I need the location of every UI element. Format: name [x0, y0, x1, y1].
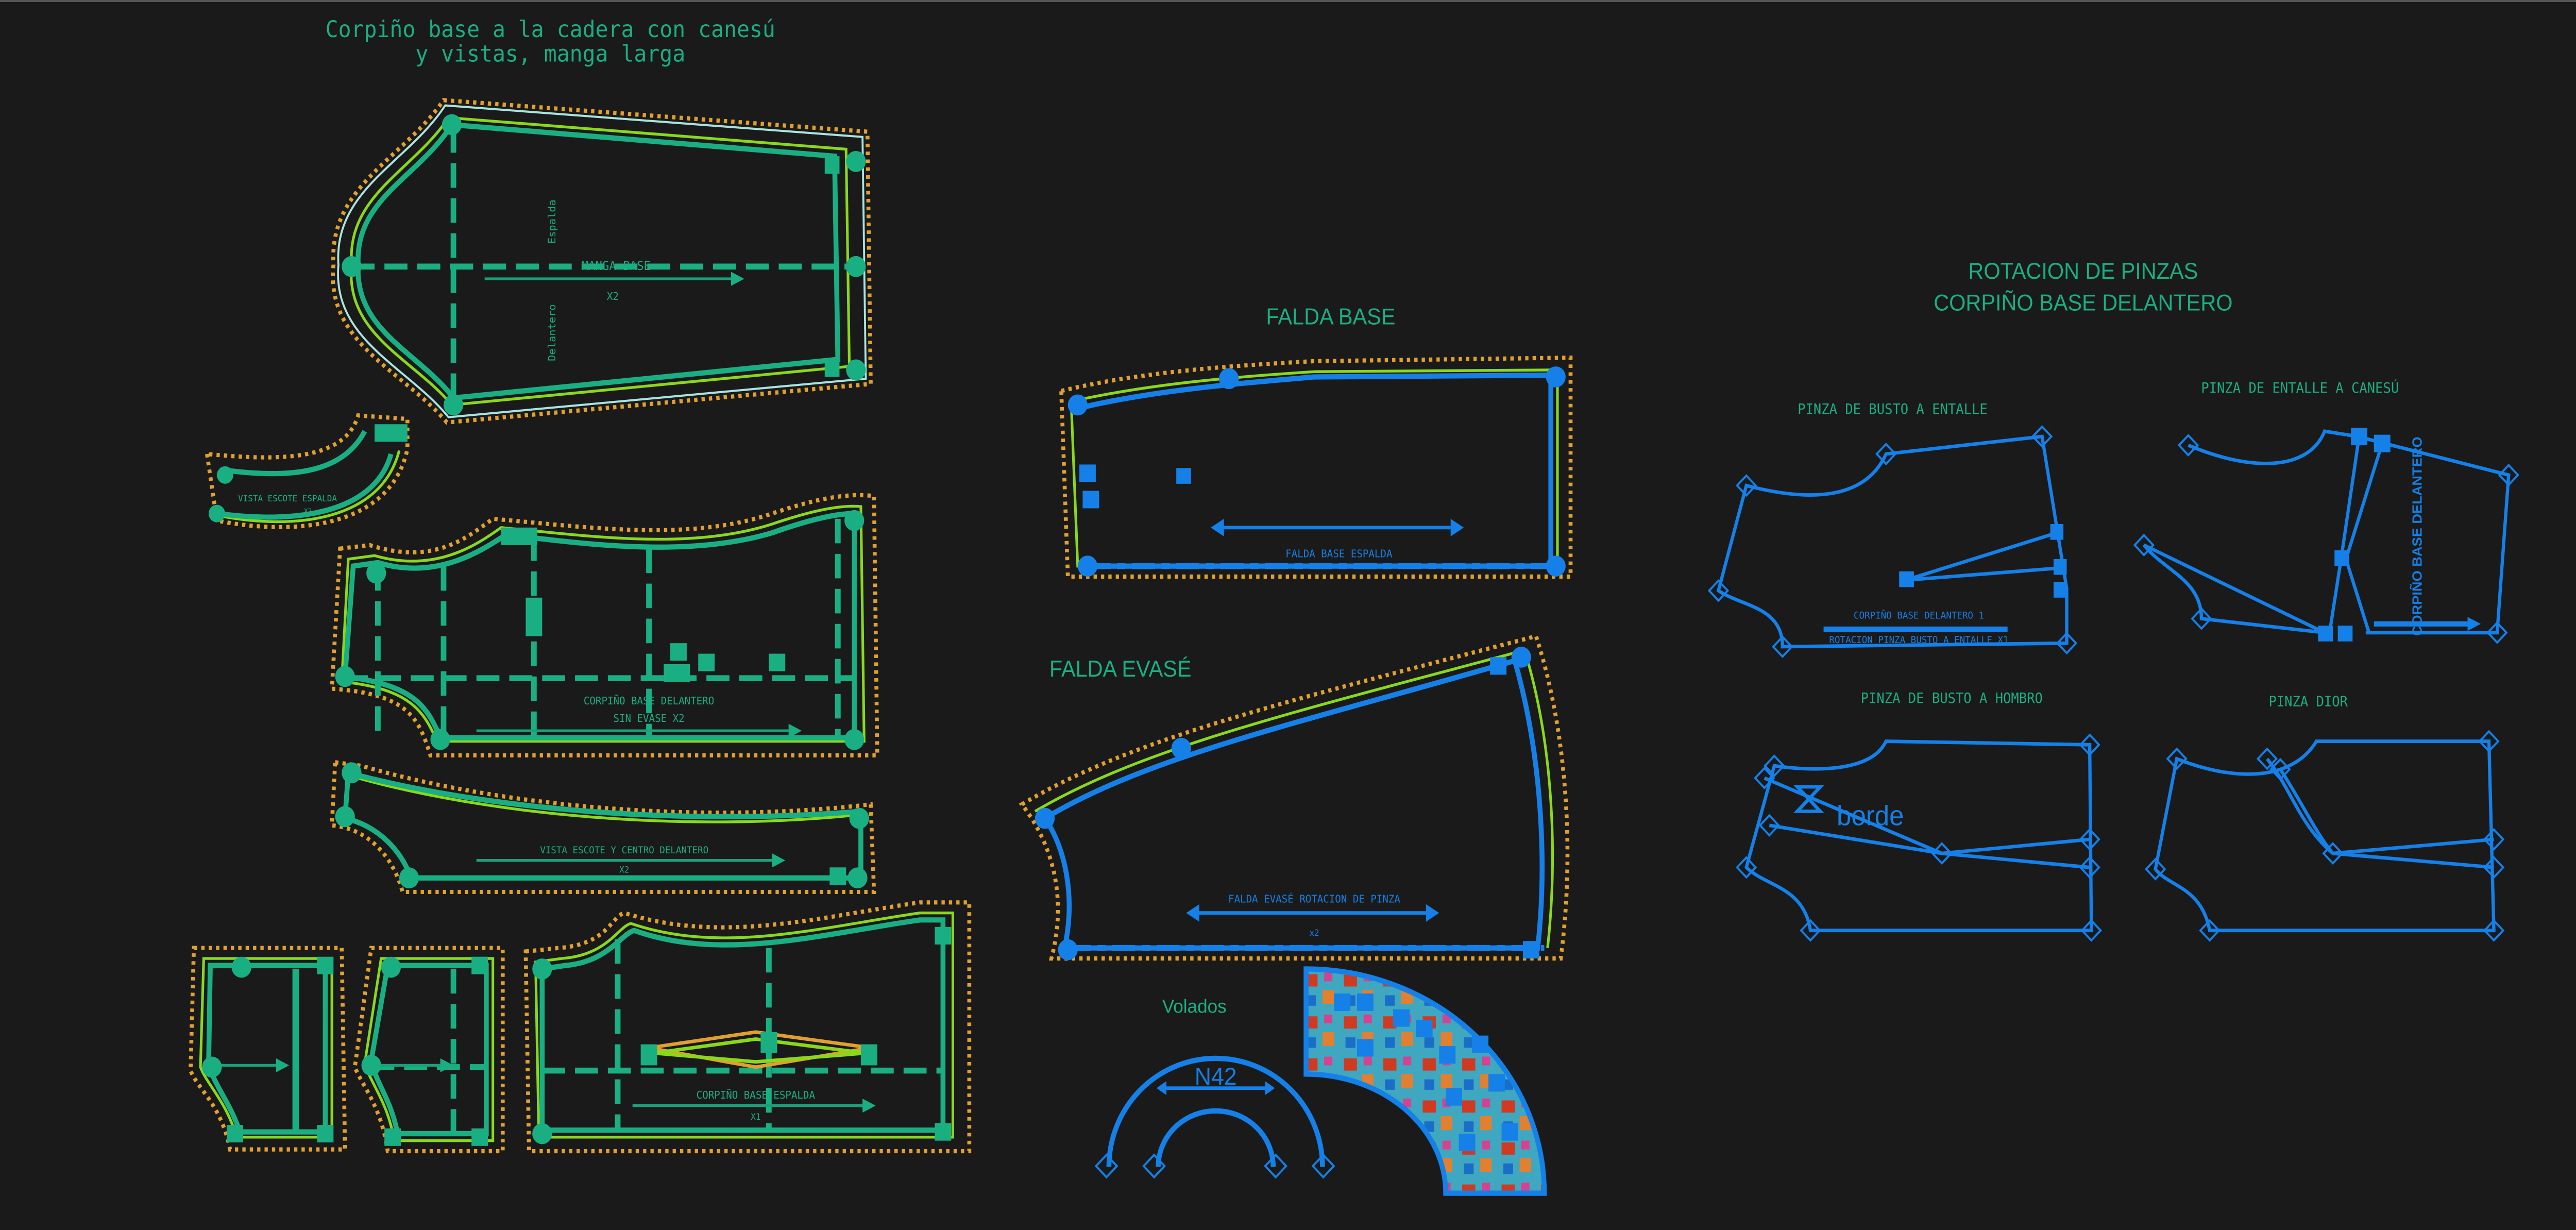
dart-diagram-bust-to-waist[interactable]: PINZA DE BUSTO A ENTALLE CORPIÑO BASE DE… — [1707, 401, 2078, 659]
diagram-1-label1: CORPIÑO BASE DELANTERO 1 — [1854, 610, 1984, 621]
front-bodice-label: CORPIÑO BASE DELANTERO — [584, 695, 714, 707]
skirt-flare-title: FALDA EVASÉ — [1049, 656, 1192, 682]
yoke-piece-1[interactable] — [189, 946, 347, 1152]
dart-diagram-dior[interactable]: PINZA DIOR — [2144, 694, 2505, 942]
left-title-line1: Corpiño base a la cadera con canesú — [326, 16, 775, 43]
diagram-1-label2: ROTACION PINZA BUSTO A ENTALLE X1 — [1829, 635, 2008, 646]
back-bodice-qty: X1 — [751, 1111, 760, 1122]
front-bodice-qty: SIN EVASE X2 — [613, 713, 684, 725]
front-facing-piece[interactable]: VISTA ESCOTE Y CENTRO DELANTERO X2 — [330, 760, 876, 894]
collar-label: VISTA ESCOTE ESPALDA — [238, 493, 337, 503]
sleeve-label: MANGA BASE — [582, 259, 651, 273]
collar-facing-piece[interactable]: VISTA ESCOTE ESPALDA X2 — [205, 413, 410, 529]
back-bodice-label: CORPIÑO BASE ESPALDA — [697, 1089, 815, 1101]
left-pattern-group: Corpiño base a la cadera con canesú y vi… — [189, 16, 972, 1154]
left-title-line2: y vistas, manga larga — [415, 41, 685, 68]
skirt-base-label: FALDA BASE ESPALDA — [1285, 548, 1392, 560]
ruffles-title: Volados — [1162, 995, 1227, 1017]
sleeve-qty: X2 — [607, 290, 619, 302]
dart-rotation-group: ROTACION DE PINZAS CORPIÑO BASE DELANTER… — [1707, 259, 2520, 942]
diagram-3-title: PINZA DE BUSTO A HOMBRO — [1861, 690, 2043, 706]
yoke-piece-2[interactable] — [352, 946, 505, 1154]
ruffle-half-circle[interactable]: N42 — [1094, 1055, 1335, 1179]
diagram-2-title: PINZA DE ENTALLE A CANESÚ — [2201, 379, 2399, 396]
back-bodice-piece[interactable]: CORPIÑO BASE ESPALDA X1 — [523, 900, 972, 1154]
ruffle-quarter-circle-textured[interactable] — [1303, 966, 1547, 1196]
skirt-base-title: FALDA BASE — [1266, 304, 1395, 330]
diagram-4-title: PINZA DIOR — [2268, 694, 2348, 710]
sleeve-side-top: Espalda — [546, 199, 557, 244]
facing-qty: X2 — [619, 865, 629, 875]
skirt-base-piece[interactable]: FALDA BASE ESPALDA — [1059, 355, 1573, 579]
diagram-2-label1: CORPIÑO BASE DELANTERO — [2410, 436, 2425, 636]
skirt-flare-piece[interactable]: FALDA EVASÉ ROTACION DE PINZA x2 — [1019, 633, 1570, 961]
dart-title-line2: CORPIÑO BASE DELANTERO — [1934, 290, 2232, 316]
diagram-3-label1: borde — [1837, 800, 1904, 832]
diagram-1-title: PINZA DE BUSTO A ENTALLE — [1798, 401, 1988, 417]
middle-pattern-group: FALDA BASE FALDA BASE ESPALDA FALDA EVAS… — [1019, 304, 1573, 1196]
collar-qty: X2 — [304, 508, 312, 515]
facing-label: VISTA ESCOTE Y CENTRO DELANTERO — [540, 845, 708, 856]
front-bodice-piece[interactable]: CORPIÑO BASE DELANTERO SIN EVASE X2 — [330, 493, 879, 757]
ruffle-size: N42 — [1195, 1063, 1237, 1090]
sleeve-side-bottom: Delantero — [546, 304, 557, 361]
skirt-flare-label: FALDA EVASÉ ROTACION DE PINZA — [1228, 893, 1400, 905]
skirt-flare-qty: x2 — [1309, 928, 1319, 938]
dart-diagram-waist-to-yoke[interactable]: PINZA DE ENTALLE A CANESÚ CORPIÑO BASE D… — [2133, 379, 2520, 644]
dart-diagram-bust-to-shoulder[interactable]: PINZA DE BUSTO A HOMBRO borde — [1735, 690, 2103, 942]
dart-title-line1: ROTACION DE PINZAS — [1968, 259, 2198, 284]
sleeve-piece[interactable]: MANGA BASE X2 Espalda Delantero — [331, 98, 873, 425]
